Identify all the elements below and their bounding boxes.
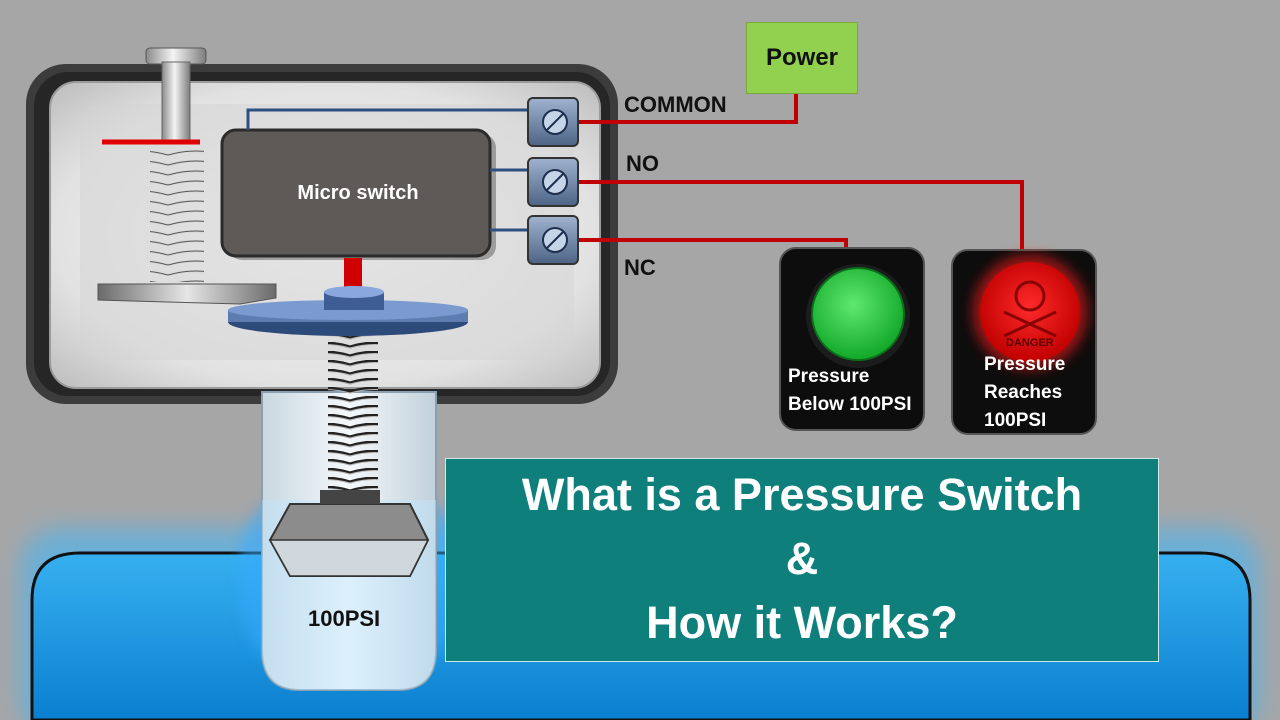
green-lamp-caption: Pressure Below 100PSI — [788, 363, 912, 419]
green-lamp-caption-line-2: Below 100PSI — [788, 394, 912, 415]
terminal-nc — [527, 215, 579, 265]
range-spring — [328, 336, 378, 492]
piston — [268, 490, 430, 577]
terminal-no — [527, 157, 579, 207]
diaphragm-plate — [228, 286, 468, 336]
terminal-label-nc: NC — [624, 255, 656, 280]
skull-icon — [1003, 280, 1057, 338]
terminal-blocks — [527, 97, 579, 265]
green-lamp-caption-line-1: Pressure — [788, 366, 870, 387]
micro-switch-label: Micro switch — [297, 181, 419, 204]
title-line-1: What is a Pressure Switch — [521, 469, 1083, 520]
power-label: Power — [765, 44, 839, 71]
micro-switch-body — [220, 128, 496, 260]
title-line-3: How it Works? — [646, 597, 958, 648]
red-indicator-lamp — [951, 249, 1097, 435]
micro-switch-label-area: Micro switch — [224, 130, 492, 256]
power-wiring — [566, 94, 1024, 250]
title-box: What is a Pressure Switch & How it Works… — [445, 458, 1159, 662]
terminal-common — [527, 97, 579, 147]
internal-wiring — [246, 108, 530, 232]
power-source-box: Power — [746, 22, 858, 94]
danger-sign-text: DANGER — [1006, 337, 1054, 349]
red-lamp-caption-line-2: Reaches — [984, 382, 1063, 403]
adjustment-screw — [97, 47, 277, 305]
pressure-label: 100PSI — [308, 606, 381, 631]
red-lamp-caption-line-3: 100PSI — [984, 410, 1047, 431]
title-line-2: & — [785, 533, 819, 584]
terminal-label-common: COMMON — [624, 92, 727, 117]
red-lamp-caption-line-1: Pressure — [984, 354, 1066, 375]
green-indicator-lamp — [779, 247, 925, 431]
red-lamp-caption: Pressure Reaches 100PSI — [984, 351, 1065, 435]
terminal-label-no: NO — [626, 151, 659, 176]
